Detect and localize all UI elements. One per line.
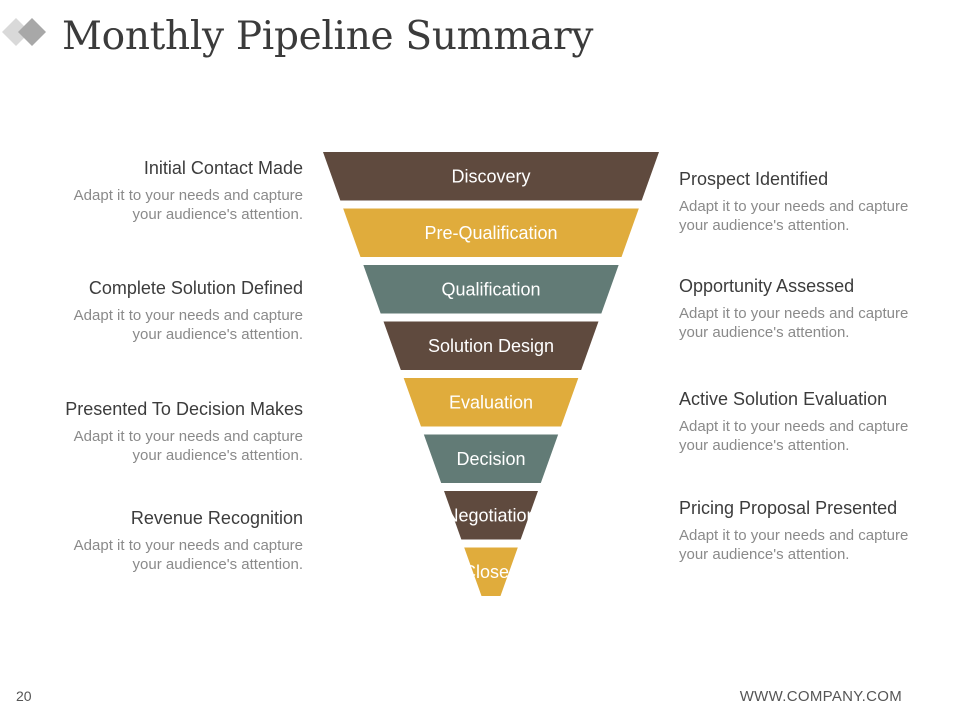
website-link[interactable]: WWW.COMPANY.COM [739,688,902,705]
note-body: Adapt it to your needs and capture your … [679,305,909,341]
funnel-stage-label: Qualification [441,279,540,299]
right-note-3: Active Solution Evaluation Adapt it to y… [679,388,939,455]
diamond-light-icon [2,18,30,46]
funnel-stage-solution-design [383,321,599,370]
note-body: Adapt it to your needs and capture your … [679,418,909,454]
funnel-stage-discovery [323,152,659,201]
note-body: Adapt it to your needs and capture your … [73,307,303,343]
funnel-stage-negotiation [444,491,538,540]
note-title: Prospect Identified [679,169,829,189]
note-body: Adapt it to your needs and capture your … [679,198,909,234]
note-title: Active Solution Evaluation [679,389,888,409]
funnel-stage-qualification [363,265,619,314]
note-title: Revenue Recognition [130,508,303,528]
funnel-stage-label: Discovery [451,166,530,186]
funnel-stage-label: Evaluation [449,392,533,412]
funnel-stage-label: Decision [456,449,525,469]
funnel-stage-closed [464,547,518,596]
right-note-4: Pricing Proposal Presented Adapt it to y… [679,497,939,564]
note-body: Adapt it to your needs and capture your … [679,527,909,563]
left-note-2: Complete Solution Defined Adapt it to yo… [58,277,303,344]
left-note-3: Presented To Decision Makes Adapt it to … [58,398,303,465]
slide-title: Monthly Pipeline Summary [62,14,594,59]
diamond-dark-icon [18,18,46,46]
funnel-stage-pre-qualification [343,208,639,257]
funnel-stage-label: Negotiation [445,505,536,525]
note-title: Initial Contact Made [143,158,303,178]
note-title: Complete Solution Defined [88,278,303,298]
note-body: Adapt it to your needs and capture your … [73,428,303,464]
right-note-2: Opportunity Assessed Adapt it to your ne… [679,275,939,342]
funnel-stage-evaluation [403,378,579,427]
left-note-1: Initial Contact Made Adapt it to your ne… [58,157,303,224]
page-number: 20 [16,688,32,704]
note-title: Pricing Proposal Presented [679,498,898,518]
left-note-4: Revenue Recognition Adapt it to your nee… [58,507,303,574]
diamond-logo-icon [2,18,46,46]
right-note-1: Prospect Identified Adapt it to your nee… [679,168,939,235]
note-title: Presented To Decision Makes [65,399,303,419]
funnel-stage-decision [423,434,559,483]
funnel-stage-label: Closed [463,562,519,582]
funnel-stage-label: Pre-Qualification [424,223,557,243]
funnel-stage-label: Solution Design [428,336,554,356]
note-body: Adapt it to your needs and capture your … [73,537,303,573]
note-body: Adapt it to your needs and capture your … [73,187,303,223]
note-title: Opportunity Assessed [679,276,855,296]
